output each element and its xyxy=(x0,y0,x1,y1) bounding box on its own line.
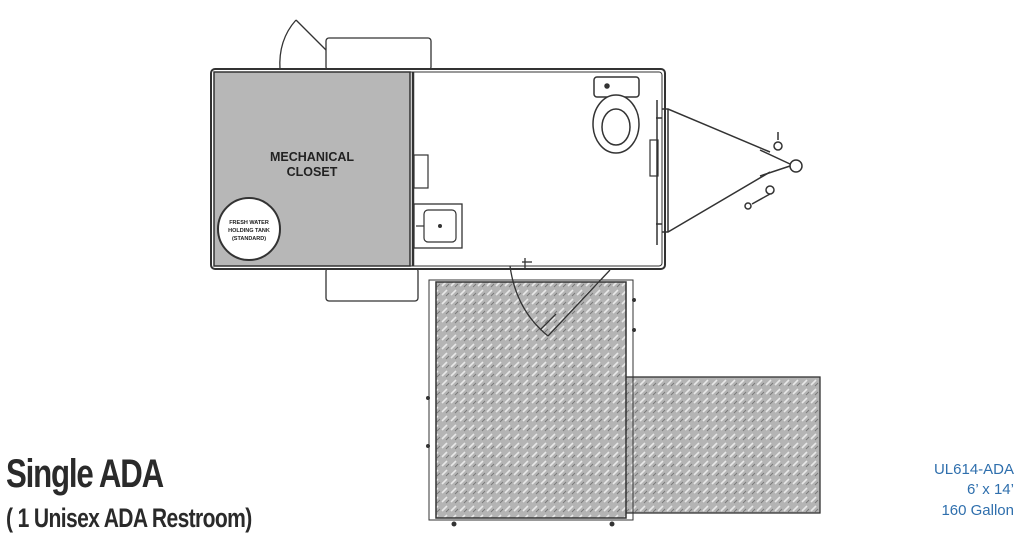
fender-bottom xyxy=(325,267,419,302)
plan-subtitle: ( 1 Unisex ADA Restroom) xyxy=(6,503,252,533)
fender-top xyxy=(325,37,432,71)
grab-bar xyxy=(649,139,659,177)
tank-label-line1: FRESH WATER xyxy=(229,220,269,226)
unit-size: 6’ x 14’ xyxy=(967,481,1014,498)
hitch-coupler xyxy=(744,132,803,210)
entry-ramp-platform xyxy=(435,281,627,519)
tank-label-line2: HOLDING TANK xyxy=(228,228,270,234)
tank-capacity: 160 Gallon xyxy=(941,502,1014,519)
closet-label-line1: MECHANICAL xyxy=(270,150,354,164)
side-ramp-platform xyxy=(623,376,821,514)
wall-dispenser xyxy=(413,154,429,189)
closet-label-line2: CLOSET xyxy=(287,165,338,179)
ramp-feet xyxy=(426,298,636,527)
model-number: UL614-ADA xyxy=(933,461,1014,478)
entry-door-swing xyxy=(509,258,611,337)
toilet xyxy=(592,76,640,154)
fresh-water-tank xyxy=(217,197,281,261)
ramp-frame xyxy=(428,279,634,521)
sink xyxy=(413,203,463,249)
tank-label-line3: (STANDARD) xyxy=(232,236,266,242)
trailer-tongue xyxy=(656,108,791,233)
plan-title: Single ADA xyxy=(6,452,164,496)
